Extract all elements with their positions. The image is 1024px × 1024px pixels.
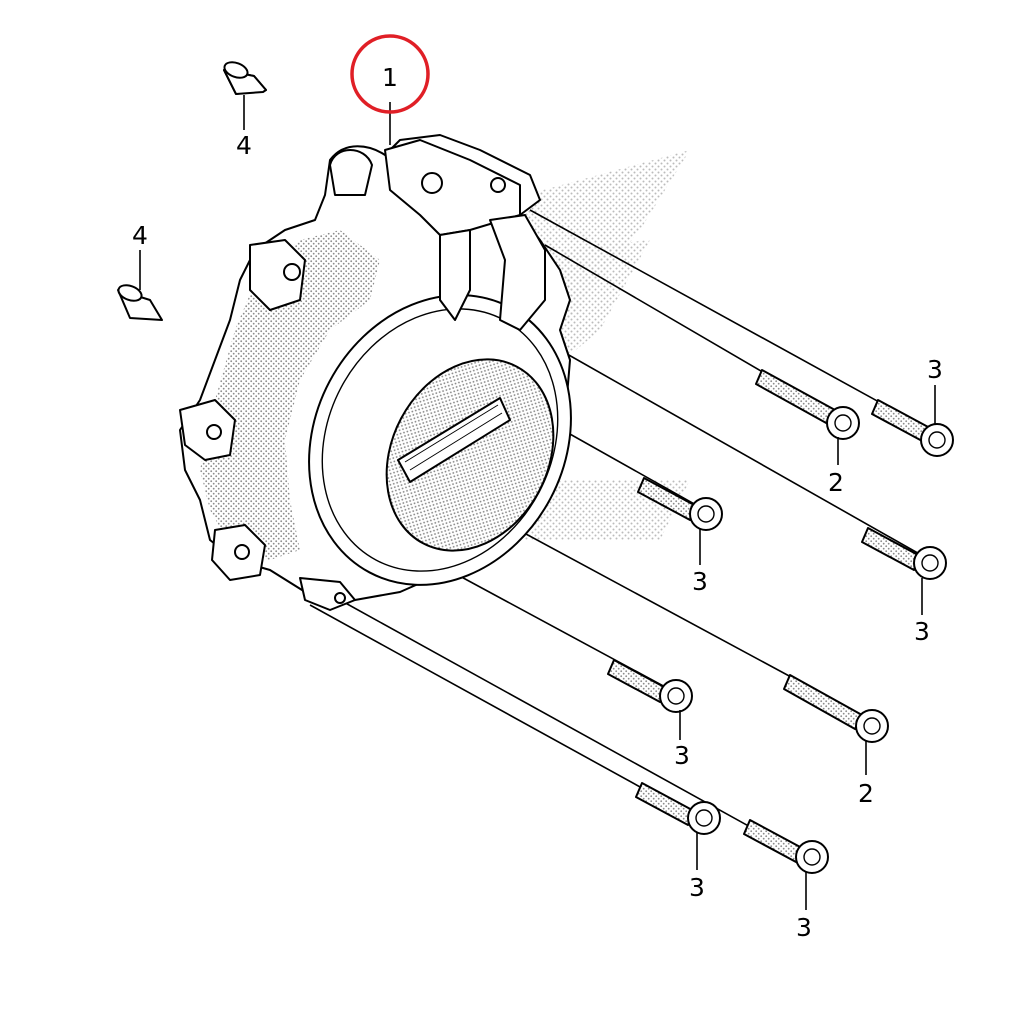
callout-2-lower: 2 bbox=[858, 779, 874, 808]
bolt-short-bottom-left bbox=[635, 782, 721, 835]
bolt-short-middle bbox=[637, 477, 723, 531]
callout-4-left: 4 bbox=[132, 221, 148, 250]
assembly-leader-lines bbox=[309, 209, 931, 861]
callout-3-bottom-right: 3 bbox=[796, 913, 812, 942]
brand-logo-plate bbox=[397, 397, 511, 483]
callout-leaders bbox=[139, 95, 936, 910]
callout-4-top: 4 bbox=[236, 131, 252, 160]
bolt-long-upper bbox=[755, 369, 860, 440]
bolt-short-lower-mid bbox=[607, 659, 693, 713]
callout-2-upper: 2 bbox=[828, 468, 844, 497]
callout-3-top-right: 3 bbox=[927, 355, 943, 384]
bolt-long-lower bbox=[783, 674, 889, 743]
dowel-pin-left bbox=[117, 284, 163, 321]
bolt-short-top-right bbox=[871, 399, 954, 457]
callout-1: 1 bbox=[382, 63, 398, 92]
highlight-circle bbox=[350, 34, 430, 114]
cover-part bbox=[179, 134, 572, 611]
callout-3-bottom-left: 3 bbox=[689, 873, 705, 902]
callout-3-right: 3 bbox=[914, 617, 930, 646]
dowel-pin-top bbox=[223, 61, 267, 95]
callout-3-lower-mid: 3 bbox=[674, 741, 690, 770]
bolt-short-bottom-right bbox=[743, 819, 829, 874]
bolt-short-right bbox=[861, 527, 947, 580]
callout-3-middle: 3 bbox=[692, 567, 708, 596]
